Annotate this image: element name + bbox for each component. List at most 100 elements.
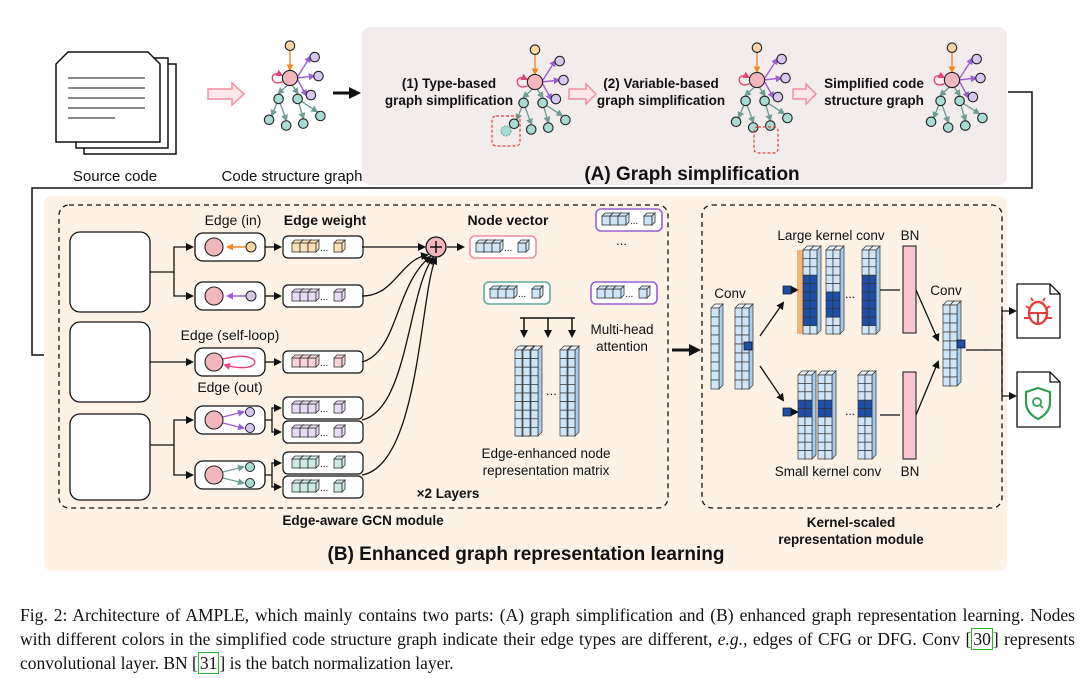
- graph-box-in: [69, 231, 151, 313]
- branch-arrow: [759, 365, 785, 402]
- vector-glyph: ...: [601, 212, 656, 227]
- edge-arrow: [271, 420, 282, 436]
- removed-node-box: [491, 115, 521, 147]
- highlight-cube: [743, 341, 753, 351]
- graph-box-self-loop: [69, 321, 151, 403]
- bn-bottom-label: BN: [901, 464, 920, 479]
- merge-arrows: [361, 243, 465, 476]
- vector-glyph: ...: [489, 285, 544, 300]
- kernel-module-box: [701, 204, 1003, 509]
- shield-check-icon: [1016, 371, 1061, 428]
- small-kernel-column: [824, 370, 837, 460]
- step2-label-line1: (2) Variable-based: [603, 76, 719, 91]
- matrix-label-line1: Edge-enhanced node: [481, 446, 610, 461]
- large-kernel-column: [868, 245, 881, 335]
- bn-bar-bottom: [902, 371, 917, 460]
- panel-a-background: [362, 27, 1007, 185]
- multihead-label-line2: attention: [596, 339, 648, 354]
- branch-arrows: [150, 243, 194, 479]
- pink-arrow: [792, 82, 818, 106]
- svg-text:...: ...: [630, 216, 638, 227]
- svg-text:...: ...: [504, 243, 512, 254]
- edge-box-in-orange: [194, 232, 266, 262]
- gcn-module-box: [58, 204, 669, 509]
- part-b-title: (B) Enhanced graph representation learni…: [328, 544, 725, 565]
- large-kernel-label: Large kernel conv: [777, 228, 885, 243]
- step2-label-line2: graph simplification: [597, 93, 725, 108]
- architecture-figure: Source code Code structure graph (1) Typ…: [31, 27, 1061, 571]
- svg-text:...: ...: [320, 483, 328, 494]
- code-structure-graph-label: Code structure graph: [222, 168, 363, 185]
- kernel-cube: [782, 407, 792, 417]
- small-kernel-label: Small kernel conv: [775, 464, 882, 479]
- caption-eg: e.g.: [717, 629, 744, 649]
- document-stack-icon: [55, 51, 177, 155]
- sum-operator-icon: [425, 236, 447, 258]
- caption-text: ] is the batch normalization layer.: [219, 653, 454, 673]
- simplified-graph-icon: [925, 42, 988, 133]
- small-kernel-column: [804, 370, 817, 460]
- step3-label-line2: structure graph: [824, 93, 924, 108]
- ellipsis-label: ...: [616, 233, 627, 248]
- edge-weight-label: Edge weight: [284, 212, 367, 228]
- caption-text: , edges of CFG or DFG. Conv [: [743, 629, 972, 649]
- pink-arrow: [568, 82, 598, 106]
- edge-out-label: Edge (out): [197, 379, 262, 395]
- citation-link[interactable]: 30: [971, 628, 993, 650]
- bn-out-arrow: [915, 360, 940, 416]
- svg-text:...: ...: [320, 459, 328, 470]
- large-kernel-column: [832, 245, 845, 335]
- removed-node-box: [753, 126, 779, 154]
- edge-self-loop-label: Edge (self-loop): [181, 327, 280, 343]
- kernel-module-label-line1: Kernel-scaled: [807, 515, 896, 530]
- source-code-label: Source code: [73, 168, 157, 185]
- step1-label-line1: (1) Type-based: [402, 76, 496, 91]
- vector-glyph: ...: [291, 354, 346, 369]
- citation-link[interactable]: 31: [197, 652, 220, 674]
- graph-box-out: [69, 413, 151, 501]
- matrix-column: [530, 345, 543, 437]
- caption-text: Fig. 2: Architecture of AMPLE, which mai…: [20, 605, 1075, 649]
- output-arrows: [985, 307, 1017, 400]
- multihead-label-line1: Multi-head: [590, 322, 653, 337]
- edge-arrow: [271, 475, 282, 491]
- variable-simplified-graph-icon: [730, 42, 793, 133]
- vector-glyph: ...: [291, 479, 346, 494]
- bug-icon: [1016, 283, 1061, 339]
- caption-text: ] represents convolutional layer. BN [: [20, 629, 1075, 673]
- connector-arrow: [31, 91, 1033, 359]
- vector-glyph: ...: [291, 424, 346, 439]
- gcn-module-label: Edge-aware GCN module: [282, 513, 444, 528]
- svg-text:...: ...: [320, 243, 328, 254]
- edge-box-self: [194, 347, 266, 377]
- matrix-label-line2: representation matrix: [483, 463, 610, 478]
- vector-glyph: ...: [596, 285, 651, 300]
- large-kernel-column: [809, 245, 822, 335]
- code-structure-graph-icon: [263, 40, 326, 131]
- svg-text:...: ...: [320, 292, 328, 303]
- edge-in-label: Edge (in): [205, 212, 262, 228]
- vector-glyph: ...: [291, 455, 346, 470]
- conv-left-label: Conv: [714, 286, 746, 301]
- kernel-module-label-line2: representation module: [778, 532, 924, 547]
- kernel-window: [797, 250, 803, 334]
- kernel-cube: [782, 285, 792, 295]
- vector-glyph: ...: [475, 239, 530, 254]
- bn-bar-top: [902, 245, 917, 334]
- edge-box-out-purple: [194, 405, 266, 435]
- conv-right-label: Conv: [930, 283, 962, 298]
- conv-input-column: [710, 303, 724, 390]
- vector-glyph: ...: [291, 288, 346, 303]
- removed-node: [500, 125, 512, 137]
- figure-caption: Fig. 2: Architecture of AMPLE, which mai…: [20, 603, 1075, 675]
- highlight-cube: [956, 339, 966, 349]
- type-simplified-graph-icon: [508, 44, 571, 135]
- edge-box-out-teal: [194, 460, 266, 490]
- svg-text:...: ...: [320, 428, 328, 439]
- step3-label-line1: Simplified code: [824, 76, 924, 91]
- part-a-title: (A) Graph simplification: [584, 164, 799, 185]
- step1-label-line2: graph simplification: [385, 93, 513, 108]
- matrix-column: [567, 345, 580, 437]
- edge-arrow: [265, 404, 282, 421]
- small-kernel-ellipsis: ...: [845, 404, 855, 418]
